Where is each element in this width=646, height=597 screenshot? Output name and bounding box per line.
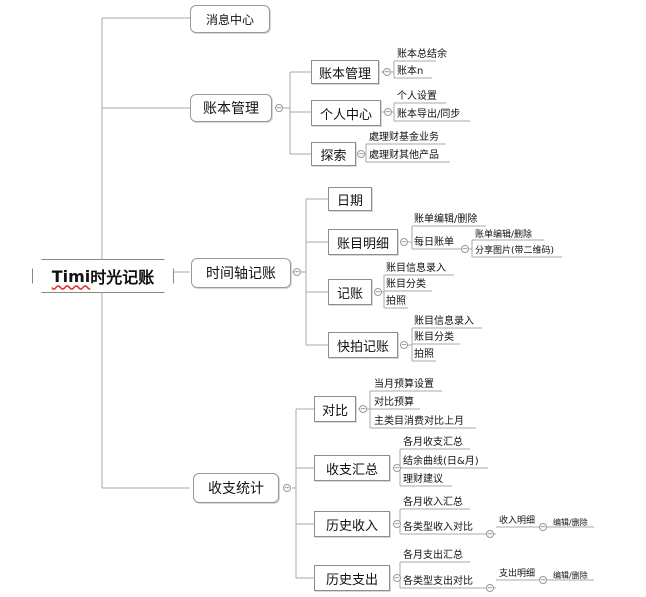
- leaf-daily-bill[interactable]: 每日账单: [414, 237, 454, 248]
- collapse-toggle-icon[interactable]: −: [461, 245, 469, 253]
- leaf-record-entry[interactable]: 账目信息录入: [386, 263, 446, 274]
- collapse-toggle-icon[interactable]: −: [383, 68, 391, 76]
- collapse-toggle-icon[interactable]: −: [283, 484, 291, 492]
- leaf-other-products[interactable]: 處理财其他产品: [369, 150, 439, 161]
- leaf-personal-settings[interactable]: 个人设置: [397, 91, 437, 102]
- collapse-toggle-icon[interactable]: −: [486, 530, 494, 538]
- node-detail[interactable]: 账目明细: [328, 229, 398, 255]
- collapse-toggle-icon[interactable]: −: [400, 238, 408, 246]
- leaf-ledger-balance[interactable]: 账本总结余: [397, 49, 447, 60]
- node-summary[interactable]: 收支汇总: [314, 455, 390, 481]
- node-ledger-mgmt[interactable]: 账本管理: [311, 60, 379, 84]
- leaf-monthly-summary[interactable]: 各月收支汇总: [403, 437, 463, 448]
- leaf-quick-category[interactable]: 账目分类: [414, 332, 454, 343]
- node-history-expense[interactable]: 历史支出: [314, 565, 390, 591]
- node-explore[interactable]: 探索: [311, 142, 356, 166]
- leaf-record-category[interactable]: 账目分类: [386, 279, 426, 290]
- root-title-rest: 时光记账: [90, 268, 155, 287]
- collapse-toggle-icon[interactable]: −: [374, 288, 382, 296]
- collapse-toggle-icon[interactable]: −: [275, 104, 283, 112]
- node-date-label: 日期: [336, 193, 363, 209]
- node-timeline[interactable]: 时间轴记账: [191, 258, 291, 288]
- leaf-balance-curve[interactable]: 结余曲线(日&月): [403, 456, 479, 467]
- leaf-fund-business[interactable]: 處理财基金业务: [369, 132, 439, 143]
- collapse-toggle-icon[interactable]: −: [357, 150, 365, 158]
- node-summary-label: 收支汇总: [325, 462, 378, 478]
- node-explore-label: 探索: [320, 148, 347, 164]
- collapse-toggle-icon[interactable]: −: [486, 584, 494, 592]
- node-ledger-mgmt-label: 账本管理: [318, 66, 371, 82]
- node-account-mgmt[interactable]: 账本管理: [190, 94, 272, 122]
- node-message-center[interactable]: 消息中心: [190, 5, 270, 33]
- leaf-detail-edit[interactable]: 账单编辑/删除: [414, 214, 478, 225]
- node-record[interactable]: 记账: [328, 279, 372, 305]
- collapse-toggle-icon[interactable]: −: [400, 341, 408, 349]
- root-title-prefix: Timi: [51, 266, 91, 286]
- leaf-expense-detail[interactable]: 支出明细: [499, 569, 536, 579]
- leaf-monthly-budget[interactable]: 当月预算设置: [374, 379, 434, 390]
- leaf-finance-advice[interactable]: 理财建议: [403, 474, 443, 485]
- collapse-toggle-icon[interactable]: −: [293, 268, 301, 276]
- leaf-quick-entry[interactable]: 账目信息录入: [414, 316, 474, 327]
- node-quick-record[interactable]: 快拍记账: [328, 332, 398, 358]
- node-history-income-label: 历史收入: [325, 518, 378, 534]
- node-compare[interactable]: 对比: [314, 396, 356, 422]
- node-message-center-label: 消息中心: [205, 12, 254, 27]
- leaf-compare-budget[interactable]: 对比预算: [374, 397, 414, 408]
- node-compare-label: 对比: [321, 403, 348, 419]
- node-date[interactable]: 日期: [328, 187, 372, 211]
- node-stats-label: 收支统计: [208, 481, 264, 497]
- leaf-monthly-income[interactable]: 各月收入汇总: [403, 497, 463, 508]
- leaf-ledger-export[interactable]: 账本导出/同步: [397, 109, 461, 120]
- leaf-expense-edit[interactable]: 编辑/删除: [553, 571, 588, 580]
- node-record-label: 记账: [336, 286, 363, 302]
- node-history-expense-label: 历史支出: [325, 572, 378, 588]
- leaf-quick-photo[interactable]: 拍照: [414, 349, 434, 360]
- leaf-daily-edit[interactable]: 账单编辑/删除: [475, 230, 533, 240]
- leaf-income-type-compare[interactable]: 各类型收入对比: [403, 522, 473, 533]
- collapse-toggle-icon[interactable]: −: [393, 520, 401, 528]
- leaf-share-image[interactable]: 分享图片(带二维码): [475, 246, 555, 256]
- collapse-toggle-icon[interactable]: −: [539, 576, 547, 584]
- leaf-record-photo[interactable]: 拍照: [386, 296, 406, 307]
- node-account-mgmt-label: 账本管理: [203, 101, 259, 117]
- node-history-income[interactable]: 历史收入: [314, 511, 390, 537]
- collapse-toggle-icon[interactable]: −: [384, 108, 392, 116]
- leaf-income-detail[interactable]: 收入明细: [499, 516, 536, 526]
- collapse-toggle-icon[interactable]: −: [393, 574, 401, 582]
- node-quick-record-label: 快拍记账: [336, 339, 389, 355]
- leaf-income-edit[interactable]: 编辑/删除: [553, 518, 588, 527]
- leaf-category-vs-last-month[interactable]: 主类目消费对比上月: [374, 416, 464, 427]
- collapse-toggle-icon[interactable]: −: [539, 523, 547, 531]
- collapse-toggle-icon[interactable]: −: [393, 464, 401, 472]
- leaf-ledger-n[interactable]: 账本n: [397, 66, 424, 77]
- node-detail-label: 账目明细: [336, 236, 389, 252]
- leaf-expense-type-compare[interactable]: 各类型支出对比: [403, 576, 473, 587]
- collapse-toggle-icon[interactable]: −: [359, 405, 367, 413]
- node-personal-center[interactable]: 个人中心: [311, 100, 381, 126]
- node-personal-center-label: 个人中心: [319, 107, 372, 123]
- leaf-monthly-expense[interactable]: 各月支出汇总: [403, 550, 463, 561]
- node-stats[interactable]: 收支统计: [193, 473, 279, 503]
- node-timeline-label: 时间轴记账: [206, 266, 276, 282]
